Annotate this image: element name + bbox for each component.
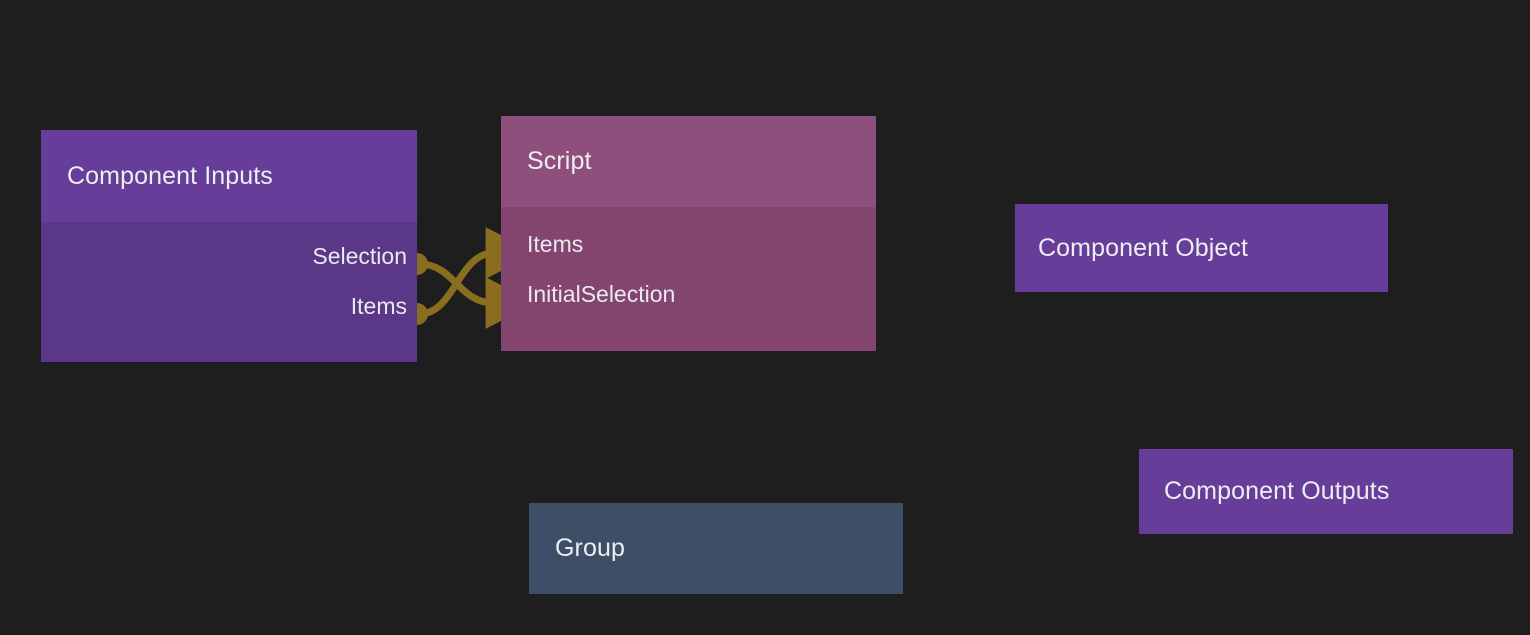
input-port-initialselection[interactable]: InitialSelection [501, 281, 876, 307]
node-group-header[interactable]: Group [529, 503, 903, 594]
node-component-object-header[interactable]: Component Object [1015, 204, 1388, 292]
node-component-inputs-body: Selection Items [41, 222, 417, 362]
node-script-body: Items InitialSelection [501, 207, 876, 351]
input-port-initialselection-label: InitialSelection [527, 280, 676, 307]
node-script[interactable]: Script Items InitialSelection [501, 116, 876, 351]
node-group-title: Group [555, 534, 625, 562]
input-port-items[interactable]: Items [501, 231, 876, 257]
output-port-selection[interactable]: Selection [41, 243, 417, 269]
wire-selection-to-initialselection [418, 260, 536, 329]
node-group[interactable]: Group [529, 503, 903, 594]
node-component-outputs-header[interactable]: Component Outputs [1139, 449, 1513, 534]
node-script-header[interactable]: Script [501, 116, 876, 207]
input-port-items-label: Items [527, 230, 584, 257]
output-port-items-label: Items [350, 292, 407, 319]
wire-items-to-items [418, 227, 536, 318]
node-script-title: Script [527, 147, 592, 175]
node-component-object[interactable]: Component Object [1015, 204, 1388, 292]
node-component-outputs-title: Component Outputs [1164, 477, 1390, 505]
node-component-outputs[interactable]: Component Outputs [1139, 449, 1513, 534]
node-component-inputs-header[interactable]: Component Inputs [41, 130, 417, 222]
node-component-object-title: Component Object [1038, 233, 1249, 262]
output-port-selection-label: Selection [312, 242, 407, 269]
output-port-items[interactable]: Items [41, 293, 417, 319]
node-component-inputs[interactable]: Component Inputs Selection Items [41, 130, 417, 362]
node-component-inputs-title: Component Inputs [67, 161, 273, 190]
